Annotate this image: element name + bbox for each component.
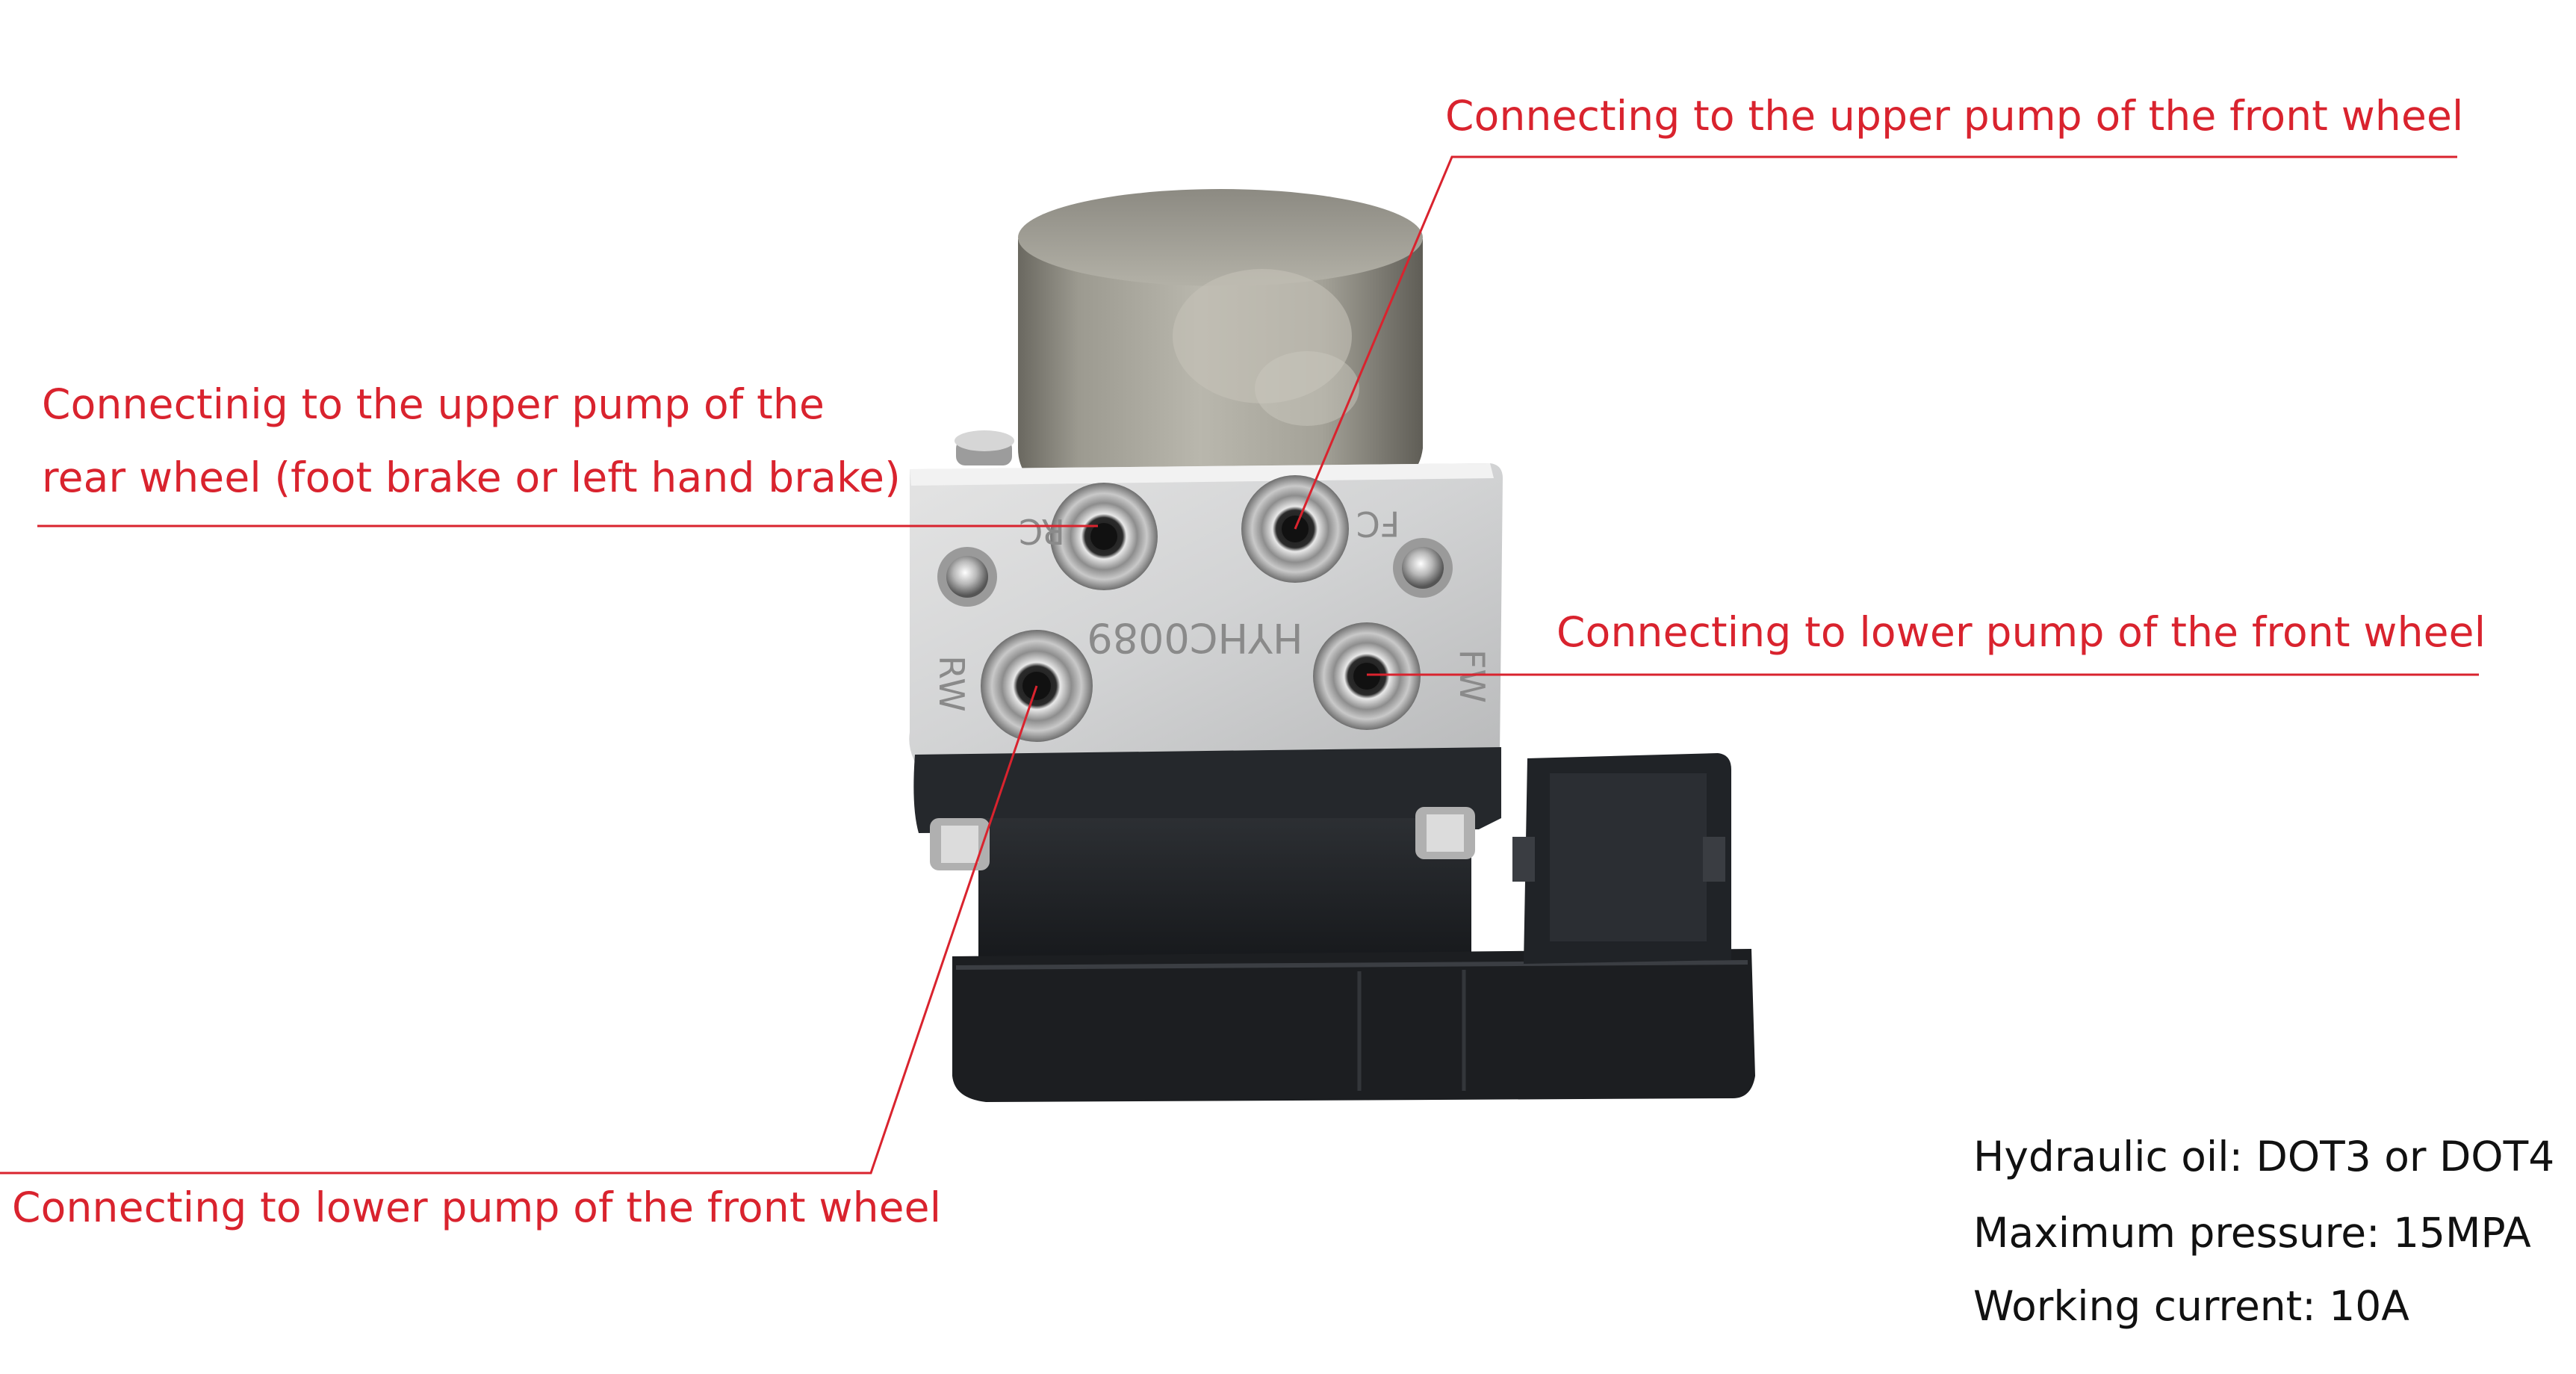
spec-hydraulic-oil: Hydraulic oil: DOT3 or DOT4 bbox=[1973, 1133, 2555, 1180]
spec-max-pressure: Maximum pressure: 15MPA bbox=[1973, 1209, 2531, 1257]
callout-front-upper: Connecting to the upper pump of the fron… bbox=[1445, 92, 2464, 140]
motor-housing bbox=[1018, 189, 1423, 486]
callout-rear-upper-line1: Connectinig to the upper pump of the bbox=[42, 380, 825, 428]
port-rc bbox=[1050, 483, 1158, 590]
spec-working-current: Working current: 10A bbox=[1973, 1282, 2409, 1330]
top-bolt bbox=[955, 430, 1014, 465]
marking-fc: FC bbox=[1356, 504, 1400, 544]
housing-screw-right bbox=[1415, 807, 1475, 859]
marking-rc: RC bbox=[1019, 511, 1065, 551]
callout-front-lower-bottom: Connecting to lower pump of the front wh… bbox=[12, 1183, 942, 1231]
callout-rear-upper-line2: rear wheel (foot brake or left hand brak… bbox=[42, 454, 901, 501]
housing-screw-left bbox=[930, 818, 990, 870]
electrical-connector bbox=[1512, 753, 1731, 964]
marking-fw: FW bbox=[1452, 649, 1492, 703]
leader-front-upper bbox=[1294, 155, 2457, 530]
marking-model: HYHC0089 bbox=[1087, 614, 1303, 661]
port-fw bbox=[1313, 622, 1421, 730]
marking-rw: RW bbox=[931, 655, 972, 712]
ecu-housing bbox=[913, 747, 1755, 1102]
callout-front-lower-right: Connecting to lower pump of the front wh… bbox=[1557, 608, 2486, 656]
leader-front-lower-bottom bbox=[0, 685, 1038, 1175]
